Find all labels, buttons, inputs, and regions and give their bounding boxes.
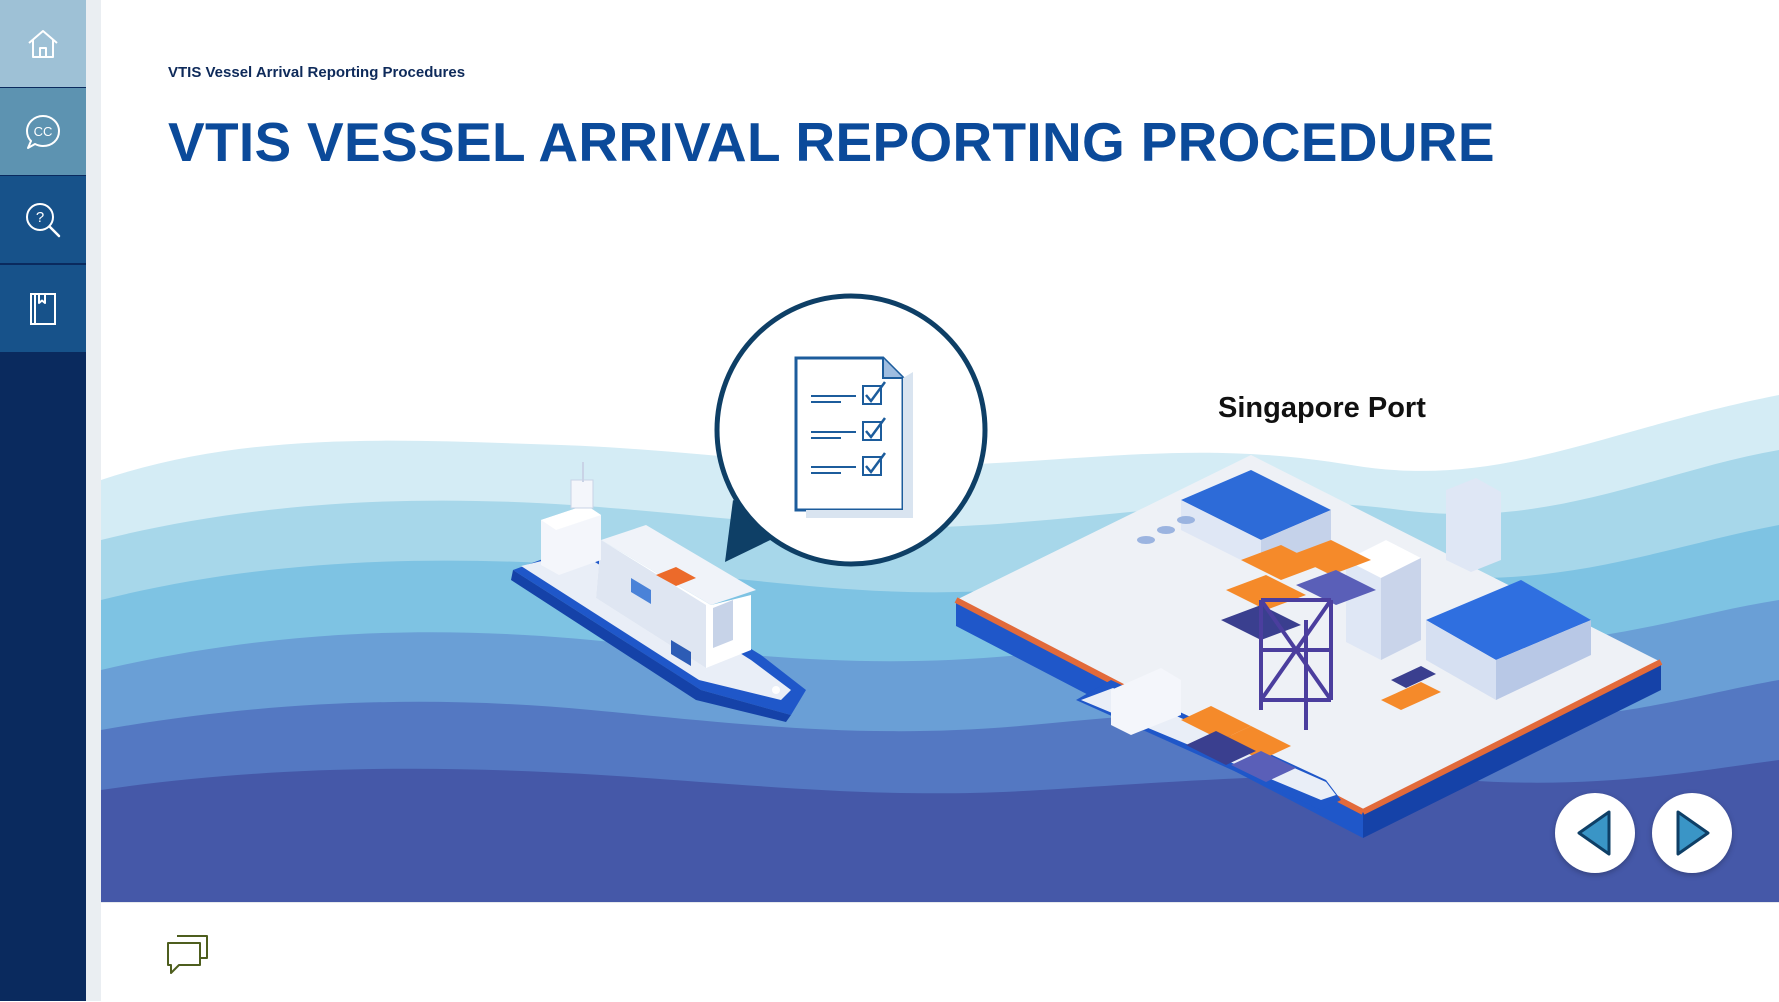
chevron-right-icon <box>1676 810 1710 856</box>
resources-button[interactable] <box>0 265 86 352</box>
sidebar: CC ? <box>0 0 86 1001</box>
rail-divider <box>86 0 101 1001</box>
cc-icon-label: CC <box>34 124 53 139</box>
port-label: Singapore Port <box>1218 392 1426 424</box>
ocean-waves-illustration <box>101 293 1779 902</box>
cc-icon: CC <box>26 114 60 149</box>
help-search-button[interactable]: ? <box>0 176 86 263</box>
help-search-icon: ? <box>26 202 61 237</box>
chat-icon <box>167 935 208 974</box>
breadcrumb: VTIS Vessel Arrival Reporting Procedures <box>168 64 466 81</box>
chat-button[interactable] <box>165 933 209 977</box>
closed-captions-button[interactable]: CC <box>0 88 86 175</box>
bottom-bar <box>101 902 1779 1002</box>
home-button[interactable] <box>0 0 86 87</box>
next-slide-button[interactable] <box>1652 793 1732 873</box>
chevron-left-icon <box>1577 810 1611 856</box>
container-ship-illustration <box>511 462 806 722</box>
docked-ship-illustration <box>1076 668 1341 810</box>
checklist-speech-bubble <box>714 293 988 567</box>
previous-slide-button[interactable] <box>1555 793 1635 873</box>
home-icon <box>28 29 58 58</box>
page-title: VTIS VESSEL ARRIVAL REPORTING PROCEDURE <box>168 111 1495 173</box>
help-icon-label: ? <box>36 209 44 226</box>
book-icon <box>30 292 56 325</box>
slide: VTIS Vessel Arrival Reporting Procedures… <box>101 0 1779 902</box>
